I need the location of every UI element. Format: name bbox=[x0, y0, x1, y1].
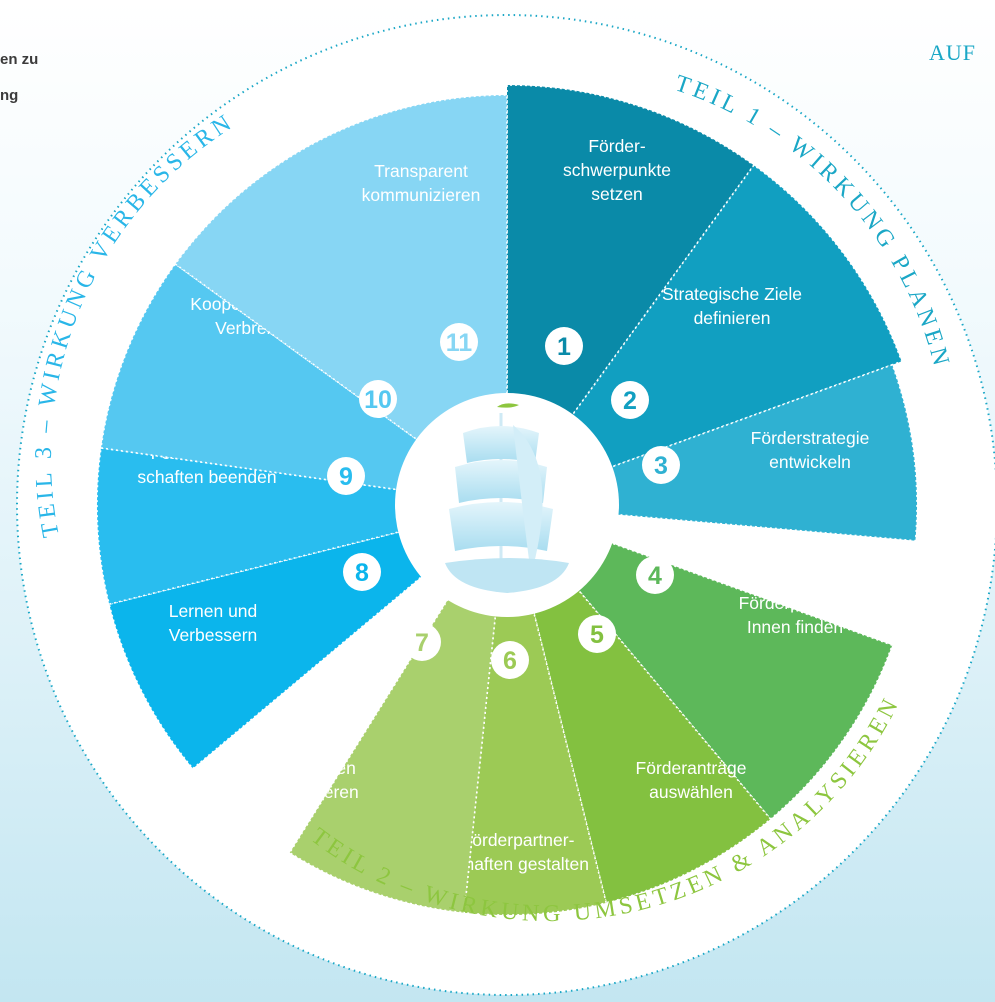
step-4-badge bbox=[636, 556, 674, 594]
step-11-badge bbox=[440, 323, 478, 361]
left-text-line-1: en zu bbox=[0, 51, 39, 68]
step-6-badge bbox=[491, 641, 529, 679]
step-9-badge bbox=[327, 457, 365, 495]
segment-6 bbox=[463, 608, 608, 916]
segment-6-label: Förderpartner-schaften gestalten bbox=[447, 830, 589, 874]
segment-4-label: Förderpartner-Innen finden bbox=[739, 593, 852, 637]
step-8-number: 8 bbox=[355, 559, 369, 587]
step-2-badge bbox=[611, 381, 649, 419]
badge-group: 1 2 3 4 5 6 7 8 9 10 11 bbox=[327, 323, 680, 679]
segment-9 bbox=[96, 447, 404, 606]
segment-10 bbox=[100, 262, 421, 491]
step-5-number: 5 bbox=[590, 621, 604, 649]
segment-7 bbox=[288, 595, 497, 914]
sailing-ship-icon bbox=[445, 403, 569, 593]
step-10-badge bbox=[359, 380, 397, 418]
step-7-number: 7 bbox=[415, 629, 429, 657]
step-1-number: 1 bbox=[557, 333, 571, 361]
segment-4 bbox=[575, 540, 894, 821]
segment-11 bbox=[174, 94, 508, 443]
step-3-number: 3 bbox=[654, 452, 668, 480]
step-9-number: 9 bbox=[339, 463, 353, 491]
step-7-badge bbox=[403, 623, 441, 661]
left-text-line-2: ng bbox=[0, 87, 19, 104]
segment-8 bbox=[108, 530, 426, 770]
segment-3 bbox=[607, 363, 918, 542]
segment-5 bbox=[532, 586, 772, 904]
step-3-badge bbox=[642, 446, 680, 484]
step-6-number: 6 bbox=[503, 647, 517, 675]
step-1-badge bbox=[545, 327, 583, 365]
left-cropped-text: en zu ng bbox=[0, 42, 38, 114]
step-4-number: 4 bbox=[648, 562, 662, 590]
step-5-badge bbox=[578, 615, 616, 653]
step-2-number: 2 bbox=[623, 387, 637, 415]
step-11-number: 11 bbox=[446, 329, 473, 357]
step-10-number: 10 bbox=[364, 386, 392, 414]
step-8-badge bbox=[343, 553, 381, 591]
right-cropped-heading: AUF bbox=[929, 40, 977, 65]
